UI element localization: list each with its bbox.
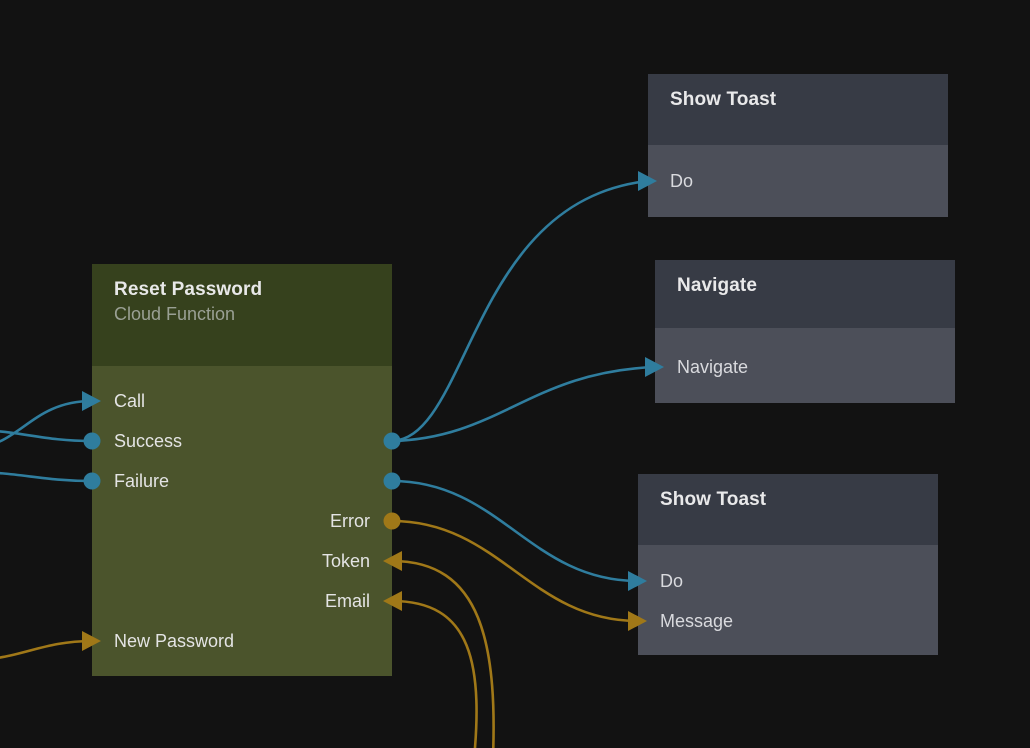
node-subtitle: Cloud Function xyxy=(114,304,236,324)
node-header-show-toast-2[interactable]: Show Toast xyxy=(638,474,938,545)
input-port-row[interactable]: Navigate xyxy=(677,357,749,377)
output-port-row[interactable]: Email xyxy=(324,591,370,611)
node-body-navigate: Navigate xyxy=(655,328,955,403)
input-port-row[interactable]: Do xyxy=(660,571,684,591)
output-port-row[interactable]: Token xyxy=(321,551,370,571)
input-port-row[interactable]: Message xyxy=(660,611,734,631)
input-port-row[interactable]: New Password xyxy=(114,631,235,651)
input-port-row[interactable]: Success xyxy=(114,431,183,451)
input-port-row[interactable]: Call xyxy=(114,391,146,411)
node-header-show-toast-1[interactable]: Show Toast xyxy=(648,74,948,145)
node-title: Navigate xyxy=(677,275,758,296)
output-port-row[interactable]: Error xyxy=(330,511,370,531)
node-title: Show Toast xyxy=(670,89,777,110)
node-header-navigate[interactable]: Navigate xyxy=(655,260,955,328)
node-body-show-toast-1: Do xyxy=(648,145,948,217)
node-title: Reset Password xyxy=(114,279,263,300)
input-port-row[interactable]: Do xyxy=(670,171,694,191)
node-title: Show Toast xyxy=(660,489,767,510)
input-port-row[interactable]: Failure xyxy=(114,471,170,491)
